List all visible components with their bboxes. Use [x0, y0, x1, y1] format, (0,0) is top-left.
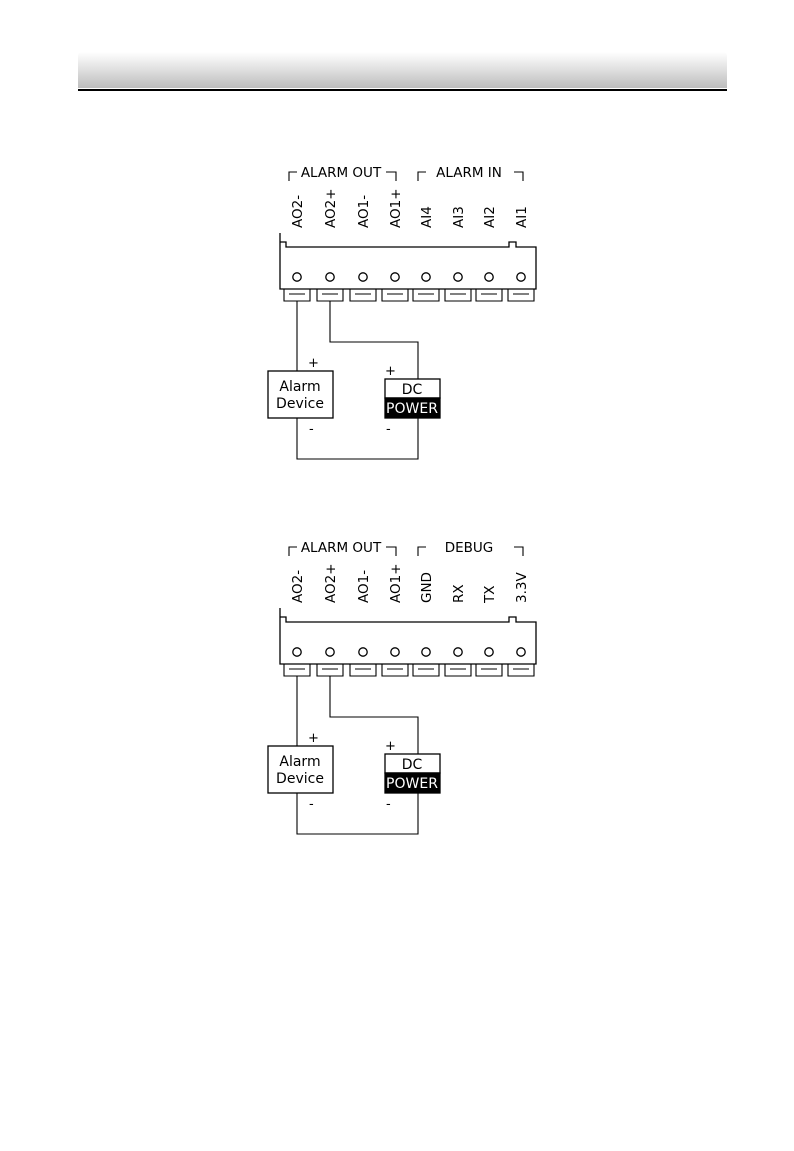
alarm-device-label-line1: Alarm	[279, 754, 320, 770]
device-plus-sign: +	[308, 731, 319, 746]
pin-tab	[476, 664, 502, 676]
group-right-bracket-right	[514, 172, 523, 181]
power-minus-sign: -	[386, 422, 391, 437]
alarm-out-bracket-right	[386, 172, 396, 181]
pin-hole	[359, 273, 367, 281]
alarm-device-label-line2: Device	[276, 396, 324, 412]
device-minus-sign: -	[309, 422, 314, 437]
pin-label: 3.3V	[514, 572, 530, 603]
pin-hole	[391, 648, 399, 656]
pin-holes	[293, 273, 525, 281]
pin-hole	[454, 273, 462, 281]
group-right-bracket-left	[418, 172, 426, 181]
pin-label: GND	[419, 572, 435, 603]
device-minus-sign: -	[309, 797, 314, 812]
wire-power-plus	[330, 676, 418, 754]
pin-label: AI2	[482, 206, 498, 228]
page-header-bar	[78, 52, 727, 88]
pin-tab	[317, 664, 343, 676]
pin-hole	[293, 273, 301, 281]
alarm-device-label-line2: Device	[276, 771, 324, 787]
pin-label: AO2+	[323, 563, 339, 603]
group-right-label: DEBUG	[445, 540, 494, 556]
pin-hole	[293, 648, 301, 656]
pin-label: AO2-	[290, 570, 306, 603]
device-plus-sign: +	[308, 356, 319, 371]
pin-tab	[382, 664, 408, 676]
power-plus-sign: +	[385, 364, 396, 379]
pin-hole	[422, 273, 430, 281]
power-plus-sign: +	[385, 739, 396, 754]
pin-hole	[517, 648, 525, 656]
pin-label: AI4	[419, 206, 435, 228]
pin-tab	[445, 289, 471, 301]
pin-tab	[476, 289, 502, 301]
pin-hole	[517, 273, 525, 281]
dc-power-label-line2: POWER	[386, 401, 438, 417]
alarm-device-label-line1: Alarm	[279, 379, 320, 395]
pin-hole	[326, 273, 334, 281]
pin-hole	[422, 648, 430, 656]
pin-label: RX	[451, 584, 467, 603]
pin-labels: AO2- AO2+ AO1- AO1+ AI4 AI3 AI2 AI1	[290, 188, 530, 228]
group-right-bracket-right	[514, 547, 523, 556]
pin-tab	[413, 664, 439, 676]
wire-return	[297, 418, 418, 459]
pin-label: AI1	[514, 206, 530, 228]
pin-labels: AO2- AO2+ AO1- AO1+ GND RX TX 3.3V	[290, 563, 530, 604]
alarm-out-bracket-right	[386, 547, 396, 556]
group-right-bracket-left	[418, 547, 426, 556]
pin-hole	[454, 648, 462, 656]
pin-holes	[293, 648, 525, 656]
alarm-out-bracket-left	[289, 547, 297, 556]
pin-tab	[350, 664, 376, 676]
pin-label: AO2+	[323, 188, 339, 228]
pin-tab	[382, 289, 408, 301]
pin-label: AI3	[451, 206, 467, 228]
pin-label: AO1-	[356, 570, 372, 603]
pin-tab	[508, 289, 534, 301]
pin-tab	[413, 289, 439, 301]
dc-power-label-line1: DC	[402, 382, 423, 398]
pin-label: AO1-	[356, 195, 372, 228]
pin-label: TX	[482, 586, 498, 605]
pin-tab	[284, 664, 310, 676]
group-left-label: ALARM OUT	[301, 540, 382, 556]
header-divider	[78, 89, 727, 91]
pin-tab	[284, 289, 310, 301]
pin-tab	[350, 289, 376, 301]
dc-power-label-line2: POWER	[386, 776, 438, 792]
wire-return	[297, 793, 418, 834]
pin-hole	[326, 648, 334, 656]
terminal-block	[280, 233, 536, 289]
pin-label: AO1+	[388, 188, 404, 228]
pin-hole	[485, 648, 493, 656]
dc-power-label-line1: DC	[402, 757, 423, 773]
wire-power-plus	[330, 301, 418, 379]
pin-tab	[445, 664, 471, 676]
alarm-out-bracket-left	[289, 172, 297, 181]
wiring-diagram-debug: ALARM OUT DEBUG AO2- AO2+ AO1- AO1+ GND RX TX 3…	[0, 538, 794, 918]
power-minus-sign: -	[386, 797, 391, 812]
pin-hole	[359, 648, 367, 656]
pin-label: AO2-	[290, 195, 306, 228]
pin-tabs	[284, 289, 534, 301]
group-right-label: ALARM IN	[436, 165, 502, 181]
group-left-label: ALARM OUT	[301, 165, 382, 181]
wiring-diagram-alarm-in: ALARM OUT ALARM IN AO2- AO2+ AO1- AO1+ AI4 AI…	[0, 163, 794, 543]
pin-tab	[508, 664, 534, 676]
terminal-block	[280, 608, 536, 664]
pin-tabs	[284, 664, 534, 676]
pin-label: AO1+	[388, 563, 404, 603]
pin-hole	[391, 273, 399, 281]
pin-tab	[317, 289, 343, 301]
pin-hole	[485, 273, 493, 281]
